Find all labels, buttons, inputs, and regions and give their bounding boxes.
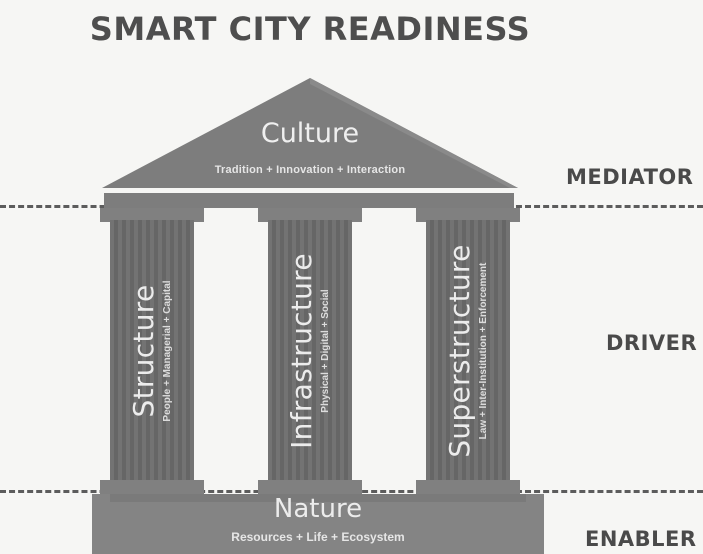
nature-subtitle: Resources + Life + Ecosystem [231,530,405,544]
culture-title: Culture [260,118,360,149]
superstructure-pillar-text: Superstructure Law + Inter-Institution +… [443,221,493,481]
structure-title: Structure [127,284,160,418]
culture-roof [102,78,518,188]
structure-pillar [110,220,194,482]
infrastructure-pillar-base [258,480,362,494]
structure-pillar-capital [100,208,204,222]
nature-base [92,494,544,554]
nature-title: Nature [273,494,363,524]
infrastructure-pillar-text: Infrastructure Physical + Digital + Soci… [285,221,335,481]
culture-subtitle: Tradition + Innovation + Interaction [214,164,406,176]
superstructure-pillar-base [416,480,520,494]
infrastructure-pillar [268,220,352,482]
superstructure-subtitle: Law + Inter-Institution + Enforcement [478,262,489,440]
infrastructure-subtitle: Physical + Digital + Social [320,289,331,413]
superstructure-title: Superstructure [443,244,476,458]
superstructure-pillar-capital [416,208,520,222]
structure-subtitle: People + Managerial + Capital [162,280,173,422]
driver-layer-label: DRIVER [606,331,698,355]
structure-pillar-text: Structure People + Managerial + Capital [127,221,177,481]
infrastructure-title: Infrastructure [285,253,318,449]
entablature [104,193,514,208]
nature-base-step [110,494,526,502]
enabler-layer-label: ENABLER [585,527,697,551]
mediator-layer-label: MEDIATOR [566,165,694,189]
superstructure-pillar [426,220,510,482]
diagram-title: SMART CITY READINESS [89,10,531,48]
infrastructure-pillar-capital [258,208,362,222]
structure-pillar-base [100,480,204,494]
